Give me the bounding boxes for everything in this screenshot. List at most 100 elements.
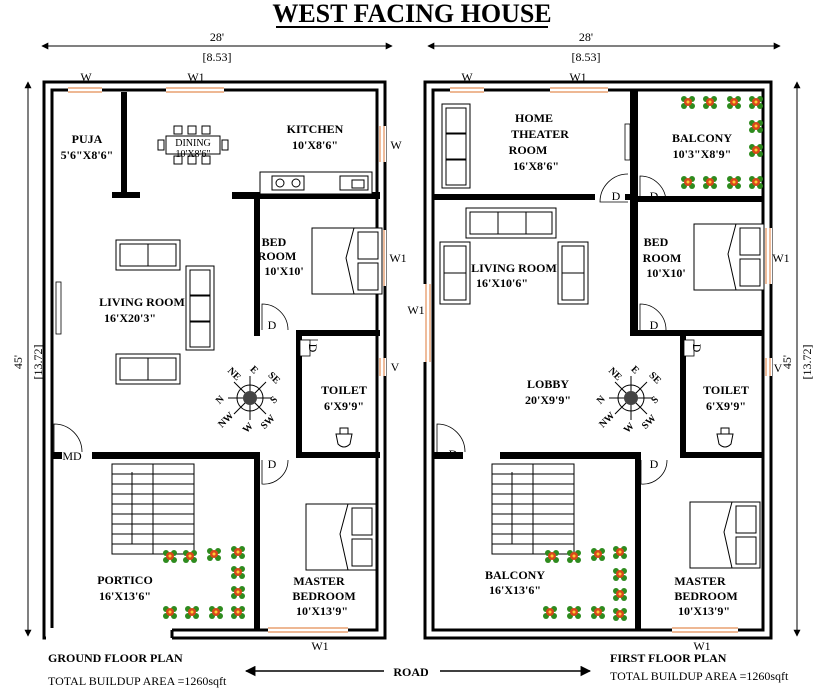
compass-first-ne: NE bbox=[606, 365, 624, 383]
compass-first-nw: NW bbox=[597, 410, 617, 430]
ground-label-v-toilet: V bbox=[391, 360, 400, 374]
ground-floor-area: TOTAL BUILDUP AREA =1260sqft bbox=[48, 674, 227, 688]
compass-ground: N NE E SE S SW W NW bbox=[214, 364, 282, 436]
ground-room-living-name: LIVING ROOM bbox=[99, 295, 185, 309]
first-room-balcony-bottom-name: BALCONY bbox=[485, 568, 545, 582]
compass-w: W bbox=[241, 421, 256, 436]
compass-e: E bbox=[248, 364, 261, 377]
first-room-theater-name3: ROOM bbox=[509, 143, 548, 157]
ground-window-w-top bbox=[68, 87, 102, 93]
first-label-w1-top: W1 bbox=[569, 70, 586, 84]
compass-first-n: N bbox=[595, 393, 608, 406]
ground-floor-plan: 28' [8.53] 45' [13.72] bbox=[11, 30, 407, 688]
dining-table bbox=[157, 125, 229, 165]
ground-floor-caption: GROUND FLOOR PLAN bbox=[48, 651, 183, 665]
ground-height-feet: 45' bbox=[11, 355, 25, 369]
ground-room-bed-name2: ROOM bbox=[258, 249, 297, 263]
ground-room-bed-name: BED bbox=[262, 235, 287, 249]
ground-room-kitchen-size: 10'X8'6" bbox=[292, 138, 338, 152]
ground-width-meters: [8.53] bbox=[203, 50, 232, 64]
first-room-balcony-top-name: BALCONY bbox=[672, 131, 732, 145]
ground-room-dining-size: 10'X8'6" bbox=[176, 149, 211, 160]
first-room-theater-name: HOME bbox=[515, 111, 553, 125]
ground-room-bed-size: 10'X10' bbox=[264, 264, 303, 278]
first-balcony-bottom-plants bbox=[543, 546, 627, 621]
ground-label-w1-bed: W1 bbox=[389, 251, 406, 265]
first-room-bed-name: BED bbox=[644, 235, 669, 249]
ground-label-d-bed: D bbox=[268, 318, 277, 332]
ground-room-toilet-size: 6'X9'9" bbox=[324, 399, 364, 413]
ground-width-feet: 28' bbox=[210, 30, 224, 44]
first-label-d-lobby: D bbox=[449, 447, 458, 461]
compass-first-s: S bbox=[649, 394, 661, 406]
first-label-w-top: W bbox=[461, 70, 473, 84]
ground-label-w1-top: W1 bbox=[187, 70, 204, 84]
ground-label-md: MD bbox=[62, 449, 82, 463]
first-room-theater-name2: THEATER bbox=[511, 127, 569, 141]
first-floor-plan: 28' [8.53] 45' [13.72] bbox=[407, 30, 814, 683]
first-width-meters: [8.53] bbox=[572, 50, 601, 64]
first-label-v-toilet: V bbox=[774, 361, 783, 375]
first-floor-caption: FIRST FLOOR PLAN bbox=[610, 651, 727, 665]
ground-room-master-size: 10'X13'9" bbox=[296, 604, 348, 618]
first-room-toilet-size: 6'X9'9" bbox=[706, 399, 746, 413]
ground-room-living-size: 16'X20'3" bbox=[104, 311, 156, 325]
first-label-d-balcony: D bbox=[650, 189, 659, 203]
ground-height-meters: [13.72] bbox=[31, 345, 45, 380]
compass-s: S bbox=[268, 394, 280, 406]
compass-n: N bbox=[214, 393, 227, 406]
first-room-lobby-name: LOBBY bbox=[527, 377, 569, 391]
first-room-master-name: MASTER bbox=[674, 574, 726, 588]
first-height-meters: [13.72] bbox=[800, 345, 814, 380]
kitchen-counter bbox=[259, 171, 373, 195]
first-room-theater-size: 16'X8'6" bbox=[513, 159, 559, 173]
road-label: ROAD bbox=[393, 665, 429, 679]
first-width-feet: 28' bbox=[579, 30, 593, 44]
ground-label-d-toilet: D bbox=[306, 344, 320, 353]
first-room-toilet-name: TOILET bbox=[703, 383, 749, 397]
ground-room-kitchen-name: KITCHEN bbox=[287, 122, 344, 136]
ground-room-toilet-name: TOILET bbox=[321, 383, 367, 397]
first-room-living-name: LIVING ROOM bbox=[471, 261, 557, 275]
compass-first-e: E bbox=[629, 364, 642, 377]
first-label-d-bed: D bbox=[650, 318, 659, 332]
first-room-bed-name2: ROOM bbox=[643, 251, 682, 265]
ground-interior-walls bbox=[52, 92, 380, 630]
first-label-w1-bed: W1 bbox=[772, 251, 789, 265]
ground-room-master-name: MASTER bbox=[293, 574, 345, 588]
first-label-d-theater: D bbox=[612, 189, 621, 203]
ground-room-master-name2: BEDROOM bbox=[292, 589, 355, 603]
first-label-d-toilet: D bbox=[690, 344, 704, 353]
first-label-w1-left: W1 bbox=[407, 303, 424, 317]
compass-first-se: SE bbox=[647, 370, 664, 387]
first-room-balcony-bottom-size: 16'X13'6" bbox=[489, 583, 541, 597]
ground-label-w1-bottom: W1 bbox=[311, 639, 328, 653]
first-label-w1-bottom: W1 bbox=[693, 639, 710, 653]
first-label-d-master: D bbox=[650, 457, 659, 471]
ground-label-w-kitchen: W bbox=[390, 138, 402, 152]
ground-room-puja-name: PUJA bbox=[72, 132, 103, 146]
compass-sw: SW bbox=[259, 413, 278, 432]
ground-room-puja-size: 5'6"X8'6" bbox=[61, 148, 114, 162]
first-height-feet: 45' bbox=[780, 355, 794, 369]
ground-window-w1-top bbox=[166, 87, 224, 93]
ground-room-portico-name: PORTICO bbox=[97, 573, 153, 587]
compass-se: SE bbox=[266, 370, 283, 387]
ground-label-w-top: W bbox=[80, 70, 92, 84]
first-room-lobby-size: 20'X9'9" bbox=[525, 393, 571, 407]
compass-first-sw: SW bbox=[640, 413, 659, 432]
compass-first-w: W bbox=[622, 421, 637, 436]
compass-ne: NE bbox=[225, 365, 243, 383]
portico-plants bbox=[163, 546, 245, 619]
page-title: WEST FACING HOUSE bbox=[272, 0, 551, 28]
first-room-living-size: 16'X10'6" bbox=[476, 276, 528, 290]
first-interior-walls bbox=[433, 90, 763, 630]
ground-label-d-master: D bbox=[268, 457, 277, 471]
first-room-master-name2: BEDROOM bbox=[674, 589, 737, 603]
first-room-balcony-top-size: 10'3"X8'9" bbox=[673, 147, 732, 161]
first-floor-area: TOTAL BUILDUP AREA =1260sqft bbox=[610, 669, 789, 683]
ground-room-dining-name: DINING bbox=[175, 138, 211, 149]
compass-nw: NW bbox=[216, 410, 236, 430]
ground-room-portico-size: 16'X13'6" bbox=[99, 589, 151, 603]
